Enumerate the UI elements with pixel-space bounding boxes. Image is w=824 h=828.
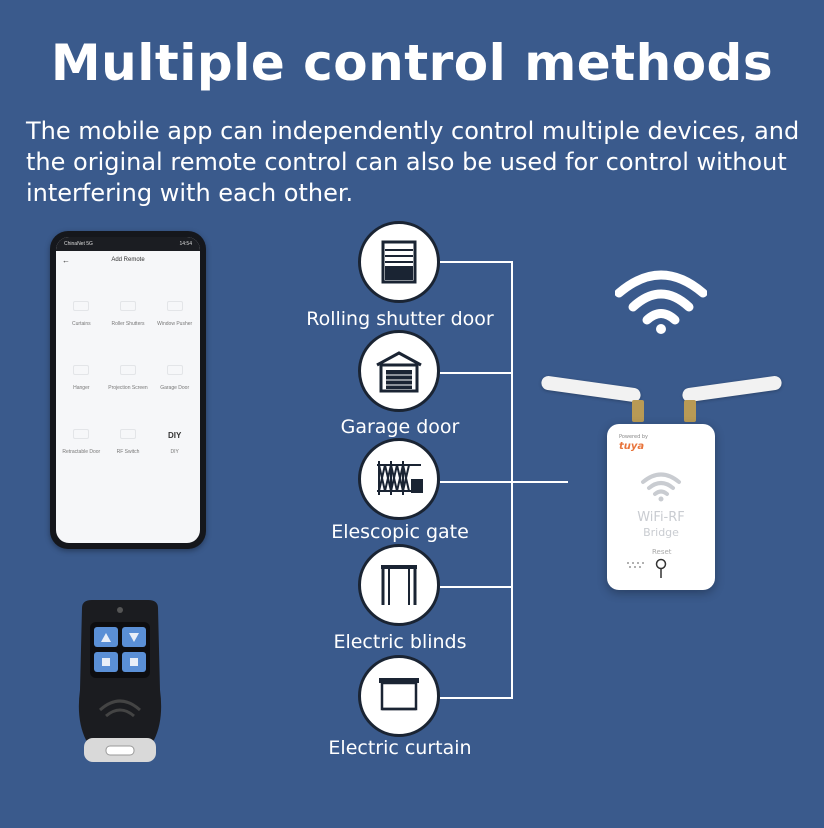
bridge-subname: Bridge: [643, 526, 679, 539]
bridge-name: WiFi-RF: [637, 510, 685, 525]
device-label: Electric blinds: [333, 631, 467, 653]
device-label: Electric curtain: [328, 737, 472, 759]
connector-line: [440, 261, 512, 263]
remote-type-item[interactable]: DIY DIY: [151, 401, 198, 465]
status-time: 14:54: [179, 241, 192, 247]
app-bar: ← Add Remote: [56, 251, 200, 269]
remote-type-item[interactable]: Roller Shutters: [105, 273, 152, 337]
antenna-connector: [684, 400, 696, 422]
wifi-rf-bridge: Powered by tuya WiFi-RF Bridge Reset: [607, 424, 715, 590]
remote-type-label: DIY: [170, 449, 179, 455]
remote-type-label: Roller Shutters: [111, 321, 145, 327]
remote-type-label: Projection Screen: [108, 385, 148, 391]
device-label: Rolling shutter door: [306, 308, 494, 330]
device-label: Elescopic gate: [331, 521, 469, 543]
remote-type-item[interactable]: Projection Screen: [105, 337, 152, 401]
reset-button-icon[interactable]: [655, 558, 667, 580]
switch-icon: [119, 429, 136, 439]
bridge-powered-by: Powered by: [619, 434, 648, 440]
page-title: Multiple control methods: [50, 34, 774, 92]
device-label: Garage door: [340, 416, 460, 438]
rolling-shutter-icon: [358, 221, 440, 303]
connector-line: [440, 586, 512, 588]
wifi-signal-icon: [615, 270, 707, 334]
remote-type-label: RF Switch: [116, 449, 140, 455]
connector-trunk: [511, 261, 513, 699]
hanger-icon: [73, 365, 90, 375]
antenna-right: [681, 375, 783, 403]
remote-type-grid: Curtains Roller Shutters Window Pusher H…: [56, 269, 200, 469]
speaker-grille-icon: [627, 562, 644, 568]
remote-type-label: Retractable Door: [62, 449, 101, 455]
telescopic-gate-icon: [358, 438, 440, 520]
gate-icon: [73, 429, 90, 439]
shutter-icon: [119, 301, 136, 311]
reset-label: Reset: [652, 548, 672, 556]
page-subtitle: The mobile app can independently control…: [26, 117, 800, 207]
curtain-icon: [358, 655, 440, 737]
bridge-wifi-icon: [641, 472, 681, 502]
remote-type-label: Garage Door: [160, 385, 190, 391]
window-icon: [166, 301, 183, 311]
remote-type-item[interactable]: RF Switch: [105, 401, 152, 465]
remote-type-label: Curtains: [72, 321, 91, 327]
antenna-connector: [632, 400, 644, 422]
smartphone: ChinaNet 5G 14:54 ← Add Remote Curtains …: [50, 231, 206, 549]
phone-screen: ChinaNet 5G 14:54 ← Add Remote Curtains …: [56, 237, 200, 543]
remote-type-item[interactable]: Garage Door: [151, 337, 198, 401]
back-arrow-icon[interactable]: ←: [62, 255, 70, 265]
remote-type-item[interactable]: Curtains: [58, 273, 105, 337]
blinds-icon: [358, 544, 440, 626]
status-carrier: ChinaNet 5G: [64, 241, 93, 247]
remote-type-item[interactable]: Retractable Door: [58, 401, 105, 465]
connector-line: [440, 481, 568, 483]
curtain-icon: [73, 301, 90, 311]
rf-remote-control: [74, 600, 166, 765]
remote-type-item[interactable]: Hanger: [58, 337, 105, 401]
remote-type-label: Window Pusher: [157, 321, 193, 327]
diy-icon: DIY: [167, 431, 182, 440]
garage-icon: [166, 365, 183, 375]
status-bar: ChinaNet 5G 14:54: [56, 237, 200, 251]
tuya-logo: tuya: [619, 441, 645, 452]
connector-line: [440, 697, 512, 699]
remote-type-item[interactable]: Window Pusher: [151, 273, 198, 337]
app-title: Add Remote: [111, 257, 145, 263]
screen-icon: [119, 365, 136, 375]
connector-line: [440, 372, 512, 374]
remote-type-label: Hanger: [73, 385, 90, 391]
antenna-left: [540, 375, 642, 403]
garage-door-icon: [358, 330, 440, 412]
